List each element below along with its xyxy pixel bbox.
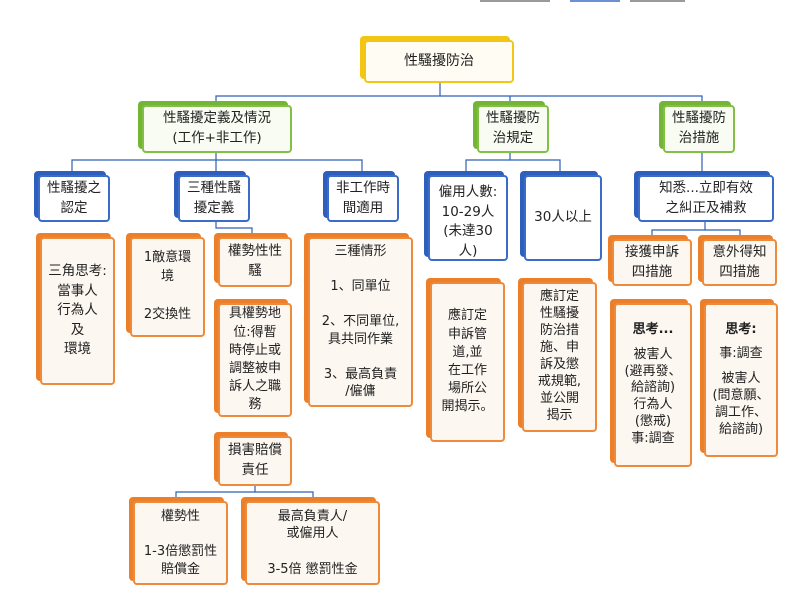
header-line [630, 0, 685, 2]
measures-node: 性騷擾防 治措施 [663, 105, 735, 153]
recognition-label: 性騷擾之 認定 [47, 179, 101, 216]
measures-header-label: 知悉...立即有效 之糾正及補救 [659, 179, 753, 216]
three-types-label: 三種性騷 擾定義 [187, 179, 241, 216]
damages-label: 損害賠償 責任 [228, 442, 282, 478]
power-harassment-label: 權勢性性 騷 [228, 243, 282, 279]
detail-line: (問意願、 [712, 387, 770, 403]
non-work-detail: 三種情形 1、同單位 2、不同單位, 具共同作業 3、最高負責 /僱傭 [308, 237, 413, 407]
small-employer-node: 僱用人數: 10-29人 (未達30人) [428, 175, 508, 261]
detail-line: 給諮詢) [718, 421, 764, 437]
detail-line: 調工作、 [714, 404, 767, 420]
detail-line: 事:調查 [631, 431, 675, 447]
connector [440, 95, 703, 104]
regulations-node: 性騷擾防 治規定 [477, 105, 549, 153]
detail-line: (懲戒) [634, 414, 672, 430]
connector [510, 159, 561, 172]
incidental-measures-detail-text: 思考: 事:調查被害人(問意願、調工作、給諮詢) [712, 322, 769, 439]
damages-employer-text: 最高負責人/ 或僱用人 3-5倍 懲罰性金 [267, 508, 358, 577]
large-employer-detail-text: 應訂定 性騷擾 防治措 施、申 訴及懲 戒規範, 並公開 揭示 [537, 289, 582, 423]
detail-line: 思考... [632, 321, 674, 337]
incidental-measures-detail: 思考: 事:調查被害人(問意願、調工作、給諮詢) [704, 303, 778, 457]
small-employer-detail: 應訂定 申訴管 道,並 在工作 場所公 開揭示。 [430, 282, 505, 442]
connector [705, 229, 741, 238]
detail-line: 事:調查 [719, 346, 763, 362]
complaint-measures-detail-text: 思考... 被害人(避再發、給諮詢)行為人(懲戒)事:調查 [624, 322, 681, 448]
three-types-node: 三種性騷 擾定義 [178, 175, 250, 222]
large-employer-node: 30人以上 [524, 175, 602, 261]
power-harassment-node: 權勢性性 騷 [218, 237, 292, 287]
connector [216, 159, 363, 172]
detail-line: 被害人 [721, 370, 761, 386]
connector [215, 83, 441, 104]
small-employer-label: 僱用人數: 10-29人 (未達30人) [438, 184, 498, 259]
connector [651, 222, 706, 238]
complaint-measures-label: 接獲申訴 四措施 [625, 243, 679, 280]
damages-employer-box: 最高負責人/ 或僱用人 3-5倍 懲罰性金 [245, 501, 380, 585]
connector [255, 491, 314, 500]
small-employer-detail-text: 應訂定 申訴管 道,並 在工作 場所公 開揭示。 [441, 308, 494, 415]
power-harassment-detail: 具權勢地 位:得暫 時停止或 調整被申 訴人之職 務 [218, 303, 292, 417]
detail-line: 行為人 [633, 397, 673, 413]
power-harassment-detail-text: 具權勢地 位:得暫 時停止或 調整被申 訴人之職 務 [228, 306, 281, 413]
incidental-measures-node: 意外得知 四措施 [702, 239, 777, 286]
large-employer-label: 30人以上 [534, 209, 592, 226]
detail-line [624, 339, 681, 347]
root-label: 性騷擾防治 [404, 53, 474, 70]
detail-line: 被害人 [633, 346, 673, 362]
detail-line [712, 338, 769, 346]
detail-line: 給諮詢) [630, 380, 676, 396]
header-link-line [570, 0, 620, 2]
damages-power-text: 權勢性 1-3倍懲罰性 賠償金 [143, 508, 218, 577]
connector [175, 486, 256, 500]
connector [465, 152, 511, 172]
non-work-label: 非工作時 間適用 [336, 179, 390, 216]
connector [215, 222, 253, 236]
non-work-detail-text: 三種情形 1、同單位 2、不同單位, 具共同作業 3、最高負責 /僱傭 [321, 244, 400, 400]
recognition-node: 性騷擾之 認定 [38, 175, 110, 222]
three-types-detail-text: 1敵意環 境 2交換性 [143, 250, 192, 322]
damages-power-box: 權勢性 1-3倍懲罰性 賠償金 [133, 501, 228, 585]
three-types-detail: 1敵意環 境 2交換性 [130, 237, 205, 337]
measures-header-node: 知悉...立即有效 之糾正及補救 [638, 175, 774, 222]
non-work-node: 非工作時 間適用 [327, 175, 399, 222]
definition-node: 性騷擾定義及情況 (工作+非工作) [142, 105, 292, 153]
detail-line [712, 363, 769, 371]
definition-label: 性騷擾定義及情況 (工作+非工作) [163, 110, 271, 146]
complaint-measures-detail: 思考... 被害人(避再發、給諮詢)行為人(懲戒)事:調查 [614, 303, 692, 467]
regulations-label: 性騷擾防 治規定 [486, 110, 540, 146]
detail-line: 思考: [725, 321, 757, 337]
detail-line: (避再發、 [624, 363, 682, 379]
connector [71, 152, 217, 172]
complaint-measures-node: 接獲申訴 四措施 [612, 239, 692, 286]
damages-node: 損害賠償 責任 [218, 436, 292, 486]
measures-label: 性騷擾防 治措施 [672, 110, 726, 146]
recognition-detail-text: 三角思考: 當事人 行為人 及 環境 [48, 263, 107, 358]
header-fragment [470, 0, 700, 8]
large-employer-detail: 應訂定 性騷擾 防治措 施、申 訴及懲 戒規範, 並公開 揭示 [522, 282, 597, 432]
root-node: 性騷擾防治 [364, 40, 514, 83]
incidental-measures-label: 意外得知 四措施 [712, 243, 767, 280]
recognition-detail: 三角思考: 當事人 行為人 及 環境 [40, 237, 115, 385]
header-line [480, 0, 550, 2]
